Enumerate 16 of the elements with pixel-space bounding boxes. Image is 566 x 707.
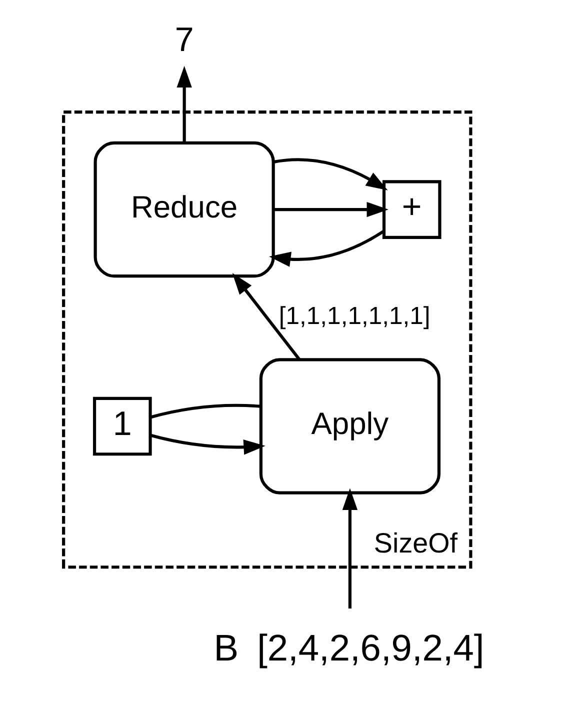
arrow	[342, 488, 358, 609]
node-box: 1	[92, 396, 152, 456]
node-text: 7	[174, 21, 194, 60]
arrow	[176, 66, 192, 143]
node-label: [2,4,2,6,9,2,4]	[257, 626, 484, 668]
connector	[150, 404, 261, 419]
arrow	[150, 434, 266, 455]
node-box: +	[382, 180, 442, 239]
arrow	[232, 272, 301, 360]
node-box: Apply	[259, 358, 440, 494]
arrow	[274, 202, 388, 218]
arrow	[273, 158, 388, 190]
edge-label: [1,1,1,1,1,1,1]	[278, 302, 430, 330]
node-text: B	[214, 626, 239, 668]
node-box: Reduce	[94, 141, 275, 278]
arrow	[269, 230, 385, 267]
